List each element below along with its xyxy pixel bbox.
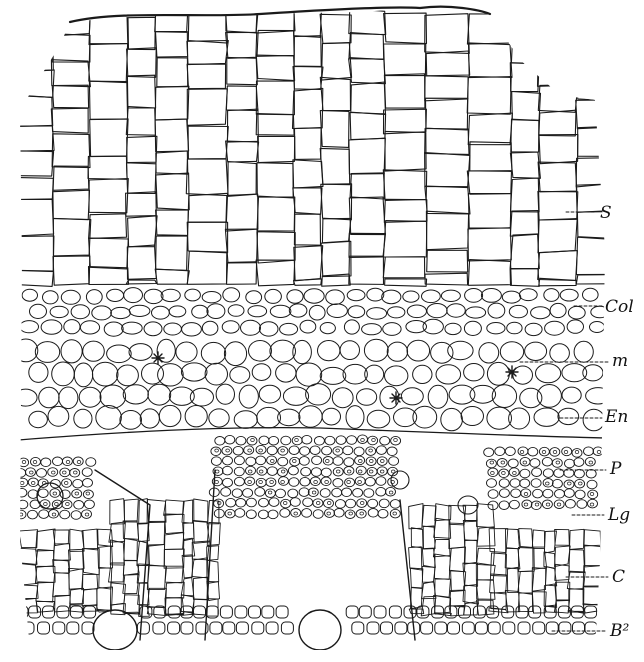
label-col: Col bbox=[605, 297, 634, 317]
label-en: En bbox=[604, 407, 628, 427]
label-s: S bbox=[600, 203, 612, 223]
label-b2: B² bbox=[609, 621, 629, 641]
cell-layers bbox=[14, 6, 610, 650]
label-c: C bbox=[612, 567, 625, 587]
label-p: P bbox=[609, 459, 622, 479]
label-lg: Lg bbox=[607, 505, 630, 525]
label-m: m bbox=[612, 351, 628, 371]
